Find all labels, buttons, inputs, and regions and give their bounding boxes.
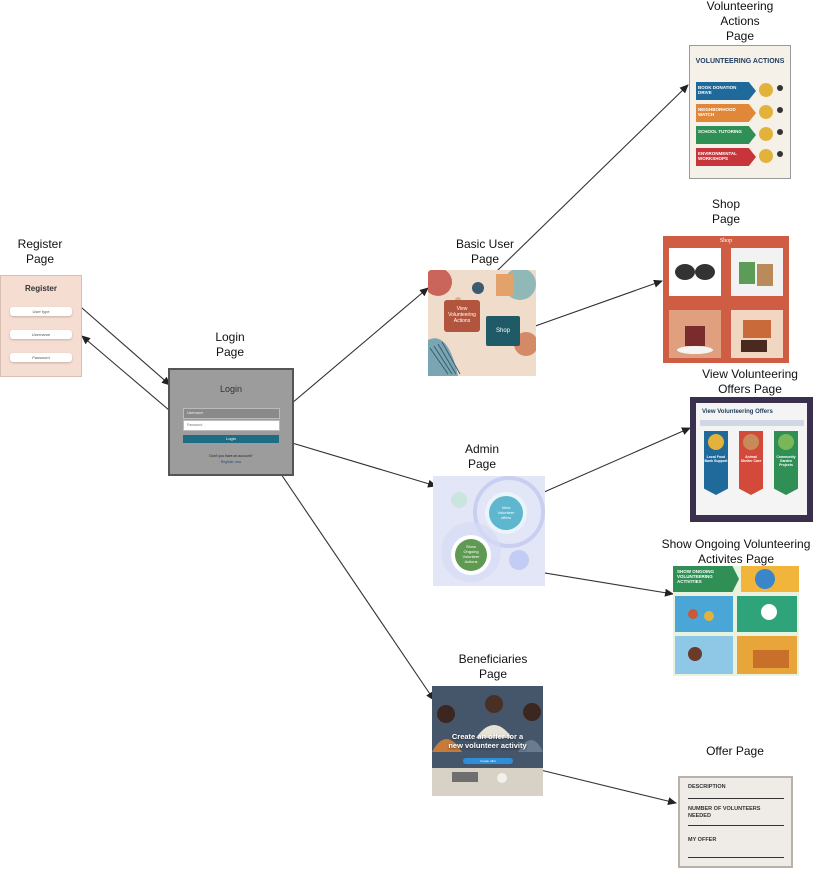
offer-field-volunteers-needed: NUMBER OF VOLUNTEERS NEEDED bbox=[688, 806, 761, 819]
view-offers-title: View Volunteering Offers bbox=[702, 409, 773, 415]
offer-volunteers-line[interactable] bbox=[688, 825, 784, 826]
edge-beneficiaries-offer bbox=[519, 764, 677, 805]
offer-description-line[interactable] bbox=[688, 798, 784, 799]
action-row-neighborhood-label: NEIGHBORHOOD WATCH bbox=[698, 107, 736, 117]
beneficiaries-page-thumbnail[interactable]: Create an offer for a new volunteer acti… bbox=[432, 686, 543, 796]
basic-user-background-art bbox=[428, 270, 536, 376]
edge-basicuser-volunteeringactions bbox=[461, 84, 689, 306]
register-title: Register bbox=[24, 284, 57, 293]
offer-field-description: DESCRIPTION bbox=[688, 784, 726, 790]
register-field-password[interactable]: Password bbox=[10, 353, 72, 362]
login-password-field[interactable]: Password bbox=[183, 420, 280, 431]
action-row-book-donation-label: BOOK DONATION DRIVE bbox=[698, 85, 737, 95]
offer-page-thumbnail[interactable]: DESCRIPTION NUMBER OF VOLUNTEERS NEEDED … bbox=[678, 776, 793, 868]
view-volunteering-actions-button[interactable]: View Volunteering Actions bbox=[444, 300, 480, 332]
register-field-username[interactable]: Username bbox=[10, 330, 72, 339]
action-row-environmental-label: ENVIRONMENTAL WORKSHOPS bbox=[698, 151, 737, 161]
login-page-label: Login Page bbox=[215, 330, 245, 359]
login-username-field[interactable]: Username bbox=[183, 408, 280, 419]
shop-page-thumbnail[interactable]: Shop bbox=[663, 236, 789, 363]
volunteering-actions-figures bbox=[759, 83, 783, 163]
basic-user-page-label: Basic User Page bbox=[455, 237, 514, 266]
register-field-user-type[interactable]: User type bbox=[10, 307, 72, 316]
edge-login-beneficiaries bbox=[261, 445, 435, 701]
ribbon-animal-shelter-label: Animal Shelter Care bbox=[740, 455, 762, 463]
login-prompt: Don't you have an account? bbox=[209, 454, 253, 458]
shop-item-sunglasses[interactable] bbox=[669, 248, 721, 296]
offer-my-offer-line[interactable] bbox=[688, 857, 784, 858]
admin-page-thumbnail[interactable]: View Volunteer offers Show Ongoing Volun… bbox=[433, 476, 545, 586]
ribbon-icons bbox=[708, 434, 794, 450]
action-row-school-label: SCHOOL TUTORING bbox=[698, 129, 742, 134]
ribbon-community-garden-label: Community Garden Projects bbox=[776, 455, 796, 467]
register-page-thumbnail[interactable]: Register User type Username Password bbox=[0, 275, 82, 377]
shop-title: Shop bbox=[719, 238, 733, 244]
create-offer-button[interactable]: Create offer bbox=[463, 758, 513, 764]
shop-page-label: Shop Page bbox=[711, 197, 741, 226]
admin-page-label: Admin Page bbox=[464, 442, 499, 471]
volunteering-actions-page-thumbnail[interactable]: VOLUNTEERING ACTIONS BOOK DONATION DRIVE… bbox=[689, 45, 791, 179]
action-row-neighborhood bbox=[696, 104, 756, 122]
ribbon-food-bank-label: Local Food Bank Support bbox=[704, 455, 728, 463]
beneficiaries-page-label: Beneficiaries Page bbox=[458, 652, 528, 681]
login-register-link[interactable]: Register now bbox=[220, 460, 242, 464]
shop-item-candle[interactable] bbox=[669, 310, 721, 358]
volunteering-actions-page-label: Volunteering Actions Page bbox=[706, 0, 774, 43]
beneficiaries-headline: Create an offer for a new volunteer acti… bbox=[448, 732, 527, 750]
ongoing-banner bbox=[673, 566, 739, 592]
beneficiaries-photo bbox=[432, 686, 543, 796]
admin-background-art bbox=[441, 476, 545, 582]
volunteering-actions-title: VOLUNTEERING ACTIONS bbox=[695, 58, 785, 65]
ongoing-illustrations bbox=[675, 566, 799, 674]
login-page-thumbnail[interactable]: Login Username Password Login Don't you … bbox=[168, 368, 294, 476]
login-title: Login bbox=[219, 384, 243, 394]
ongoing-page-label: Show Ongoing Volunteering Activites Page bbox=[661, 537, 811, 566]
view-offers-page-thumbnail[interactable]: View Volunteering Offers Local Food Bank… bbox=[690, 397, 813, 522]
register-page-label: Register Page bbox=[17, 237, 63, 266]
show-ongoing-volunteer-actions-button[interactable]: Show Ongoing Volunteer Actions bbox=[455, 539, 487, 571]
shop-button[interactable]: Shop bbox=[486, 316, 520, 346]
basic-user-page-thumbnail[interactable]: View Volunteering Actions Shop bbox=[428, 270, 536, 376]
shop-item-chocolates[interactable] bbox=[731, 310, 783, 358]
login-button[interactable]: Login bbox=[183, 435, 279, 443]
action-row-environmental bbox=[696, 148, 756, 166]
edge-login-admin bbox=[271, 436, 437, 488]
shop-item-bags[interactable] bbox=[731, 248, 783, 296]
view-offers-divider bbox=[700, 420, 804, 426]
view-offers-page-label: View Volunteering Offers Page bbox=[702, 367, 798, 396]
action-row-book-donation bbox=[696, 82, 756, 100]
offer-page-label: Offer Page bbox=[706, 744, 764, 758]
view-volunteer-offers-button[interactable]: View Volunteer offers bbox=[489, 496, 523, 530]
action-row-school bbox=[696, 126, 756, 144]
offer-field-my-offer: MY OFFER bbox=[688, 837, 717, 843]
ongoing-activities-page-thumbnail[interactable]: SHOW ONGOING VOLUNTEERING ACTIVITIES bbox=[673, 566, 799, 676]
ongoing-title: SHOW ONGOING VOLUNTEERING ACTIVITIES bbox=[677, 569, 714, 584]
edge-login-basicuser bbox=[271, 287, 429, 421]
